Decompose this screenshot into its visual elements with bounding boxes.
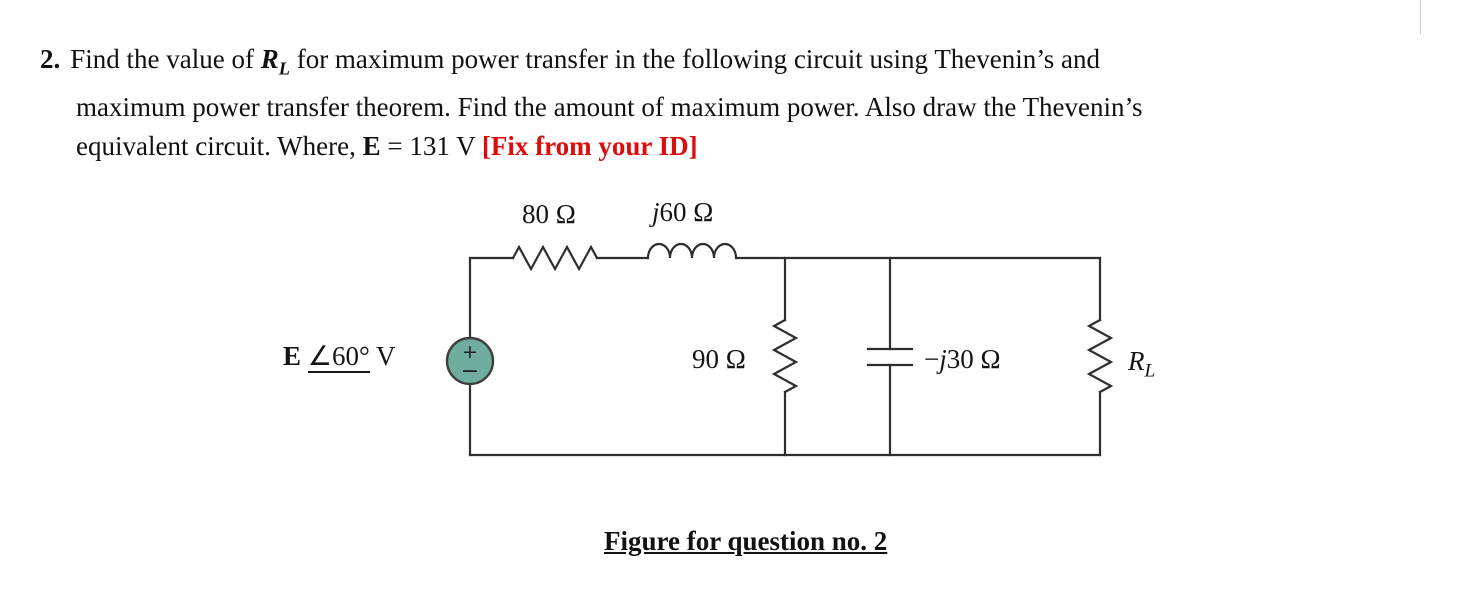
source-e-symbol: E [283,341,302,371]
page-edge-line [1420,0,1421,34]
load-symbol: R [1128,346,1145,376]
question-line-1: 2. Find the value of RL for maximum power… [40,40,1340,88]
capacitor-minus: − [924,344,940,374]
load-subscript: L [1144,360,1156,382]
capacitor-label: −j30 Ω [924,344,1001,375]
question-text: equivalent circuit. Where, [76,131,363,162]
inductor-value: 60 Ω [659,197,714,227]
inductor-j: j [652,197,660,227]
resistor-90-label: 90 Ω [692,344,746,375]
resistor-load-icon [1086,318,1114,394]
resistor-80-icon [511,244,599,272]
inductor-j60-icon [646,242,738,260]
source-unit: V [369,341,396,371]
circuit-wires [468,242,1114,457]
source-angle-value: ∠60° [307,341,370,373]
question-block: 2. Find the value of RL for maximum power… [40,40,1340,166]
resistor-80-value: 80 Ω [522,199,576,229]
source-plus-icon: + [462,341,478,363]
question-text: Find the value of [70,44,261,74]
rl-subscript: L [278,58,290,79]
capacitor-value: 30 Ω [946,344,1001,374]
source-label: E ∠60° V [283,341,396,373]
rl-symbol: R [260,44,279,74]
question-line-3: equivalent circuit. Where, E = 131 V [Fi… [40,127,1340,166]
source-minus-icon: − [461,359,479,384]
question-line-2: maximum power transfer theorem. Find the… [76,92,1143,123]
voltage-source-icon [445,336,495,386]
inductor-j60-label: j60 Ω [652,197,713,228]
capacitor-j: j [939,344,947,374]
capacitor-icon [866,347,914,367]
question-number: 2. [40,44,61,74]
red-note: [Fix from your ID] [481,131,698,162]
question-text: for maximum power transfer in the follow… [289,44,1101,74]
resistor-80-label: 80 Ω [522,199,576,230]
e-symbol: E [362,131,381,162]
resistor-90-value: 90 Ω [692,344,746,374]
question-text: = 131 V [380,131,482,162]
resistor-90-icon [771,318,799,394]
figure-caption: Figure for question no. 2 [604,526,888,556]
load-label: RL [1128,346,1155,382]
